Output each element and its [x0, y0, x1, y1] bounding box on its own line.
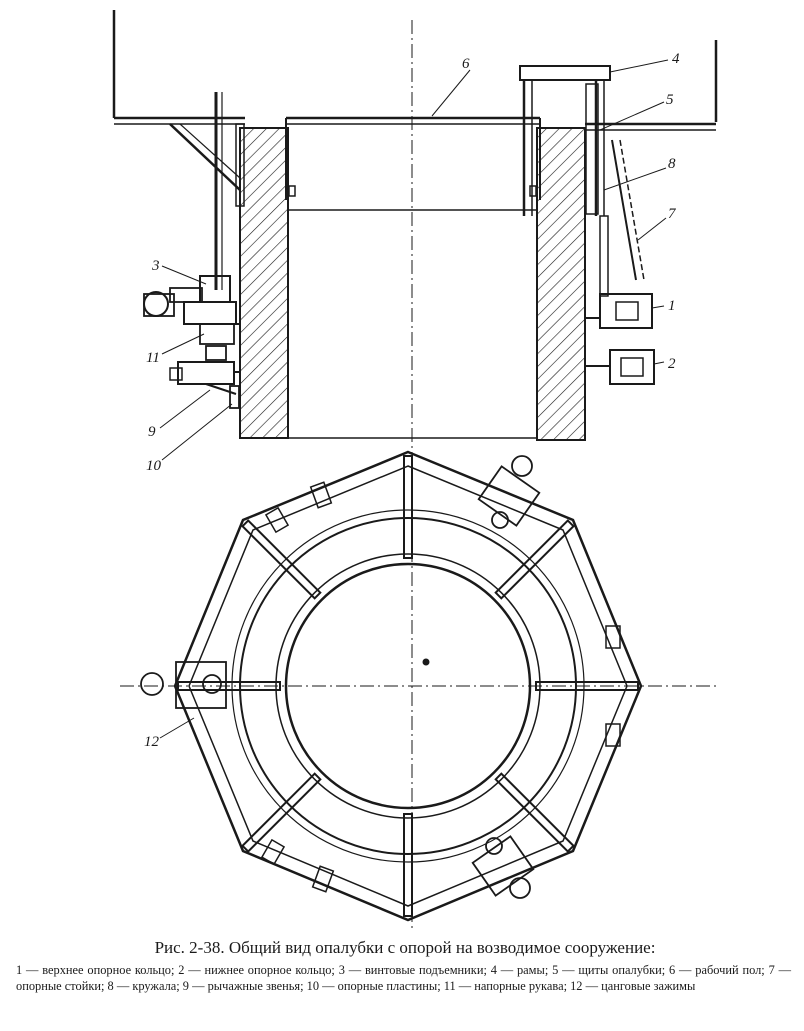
plan-view: [120, 450, 720, 922]
radial-rib: [494, 519, 575, 600]
label-9: 9: [148, 424, 156, 440]
label-3: 3: [151, 258, 160, 274]
legend-line-1: 1 — верхнее опорное кольцо; 2 — нижнее о…: [16, 963, 514, 977]
legend-line-3: звенья; 10 — опорные пластины; 11 — напо…: [265, 979, 696, 993]
octagonal-frame: [173, 450, 643, 922]
radial-rib: [494, 772, 575, 853]
radial-rib: [177, 681, 281, 691]
label-4: 4: [672, 51, 680, 67]
formwork-drawing: 6 4 5 8 7 1 2 3 11 9 10 12: [112, 10, 720, 930]
lever-link: [177, 361, 235, 385]
label-10: 10: [146, 458, 162, 474]
label-12: 12: [144, 734, 160, 750]
legend-line-2: рамы; 5 — щиты опалубки; 6 — рабочий пол…: [16, 963, 791, 993]
elevation-view: [112, 10, 718, 930]
figure-caption: Рис. 2-38. Общий вид опалубки с опорой н…: [154, 938, 656, 957]
frame: [519, 65, 611, 81]
label-7: 7: [668, 206, 677, 222]
support-post: [599, 215, 609, 297]
radial-rib: [403, 813, 413, 917]
label-11: 11: [146, 350, 160, 366]
radial-rib: [241, 772, 322, 853]
jack-motor: [143, 291, 169, 317]
lower-support-ring: [609, 349, 655, 385]
right-wall-section: [536, 127, 586, 441]
pressure-hose: [199, 323, 235, 345]
label-6: 6: [462, 56, 470, 72]
radial-rib: [403, 455, 413, 559]
radial-rib: [241, 519, 322, 600]
formwork-panel: [585, 83, 599, 215]
jack-unit-bottom-right: [471, 835, 535, 899]
inner-ring: [284, 562, 532, 810]
support-plate: [229, 385, 240, 409]
upper-support-ring: [599, 293, 653, 329]
left-wall-section: [239, 127, 289, 439]
label-5: 5: [666, 92, 674, 108]
label-8: 8: [668, 156, 676, 172]
part-labels: 6 4 5 8 7 1 2 3 11 9 10 12: [144, 51, 680, 750]
center-mark: [422, 658, 430, 666]
jack-unit-left: [140, 661, 227, 709]
label-2: 2: [668, 356, 676, 372]
figure-legend: 1 — верхнее опорное кольцо; 2 — нижнее о…: [16, 962, 791, 994]
jack-unit-top-right: [477, 455, 541, 529]
outer-ring: [239, 517, 577, 855]
radial-rib: [535, 681, 639, 691]
label-1: 1: [668, 298, 676, 314]
